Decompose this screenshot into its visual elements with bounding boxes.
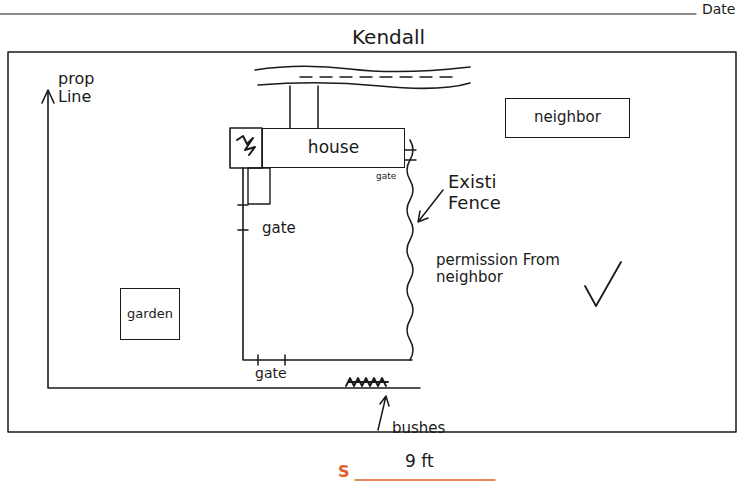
scribble — [237, 136, 255, 155]
box-label: neighbor — [534, 109, 601, 126]
form-field-label: S — [338, 463, 350, 481]
garage-box — [230, 128, 262, 168]
bushes-label: bushes — [392, 420, 445, 437]
drawing-frame — [8, 52, 736, 432]
gate-label: gate — [376, 171, 396, 181]
box-label: garden — [127, 307, 173, 322]
property-note: prop Line — [58, 70, 110, 107]
fence-note: Existi Fence — [448, 172, 548, 213]
neighbor-box: neighbor — [505, 98, 630, 138]
property-line — [48, 92, 420, 388]
gate-mark — [258, 355, 285, 365]
arrow-head — [42, 90, 54, 103]
garden-box: garden — [120, 288, 180, 340]
checkmark — [585, 262, 621, 306]
street-edge — [255, 66, 470, 71]
street-centerline — [300, 76, 460, 77]
dimension: 9 ft — [405, 452, 434, 472]
steps — [248, 168, 270, 204]
leader-arrow — [418, 190, 443, 222]
existing-fence — [407, 140, 413, 360]
form-field-label: Date — [702, 1, 735, 17]
gate-mark — [404, 150, 416, 160]
fence — [243, 168, 412, 360]
gate-label: gate — [262, 220, 296, 237]
driveway — [290, 86, 318, 128]
header-rule — [0, 14, 696, 15]
leader-arrow — [378, 396, 389, 430]
gate-mark — [238, 205, 248, 230]
bushes-scribble — [346, 378, 388, 386]
house-box: house — [262, 128, 405, 168]
gate-label: gate — [255, 365, 287, 381]
signature-line — [355, 479, 495, 480]
permission-note: permission From neighbor — [436, 252, 576, 287]
box-label: house — [308, 138, 359, 158]
street-name: Kendall — [352, 26, 425, 49]
